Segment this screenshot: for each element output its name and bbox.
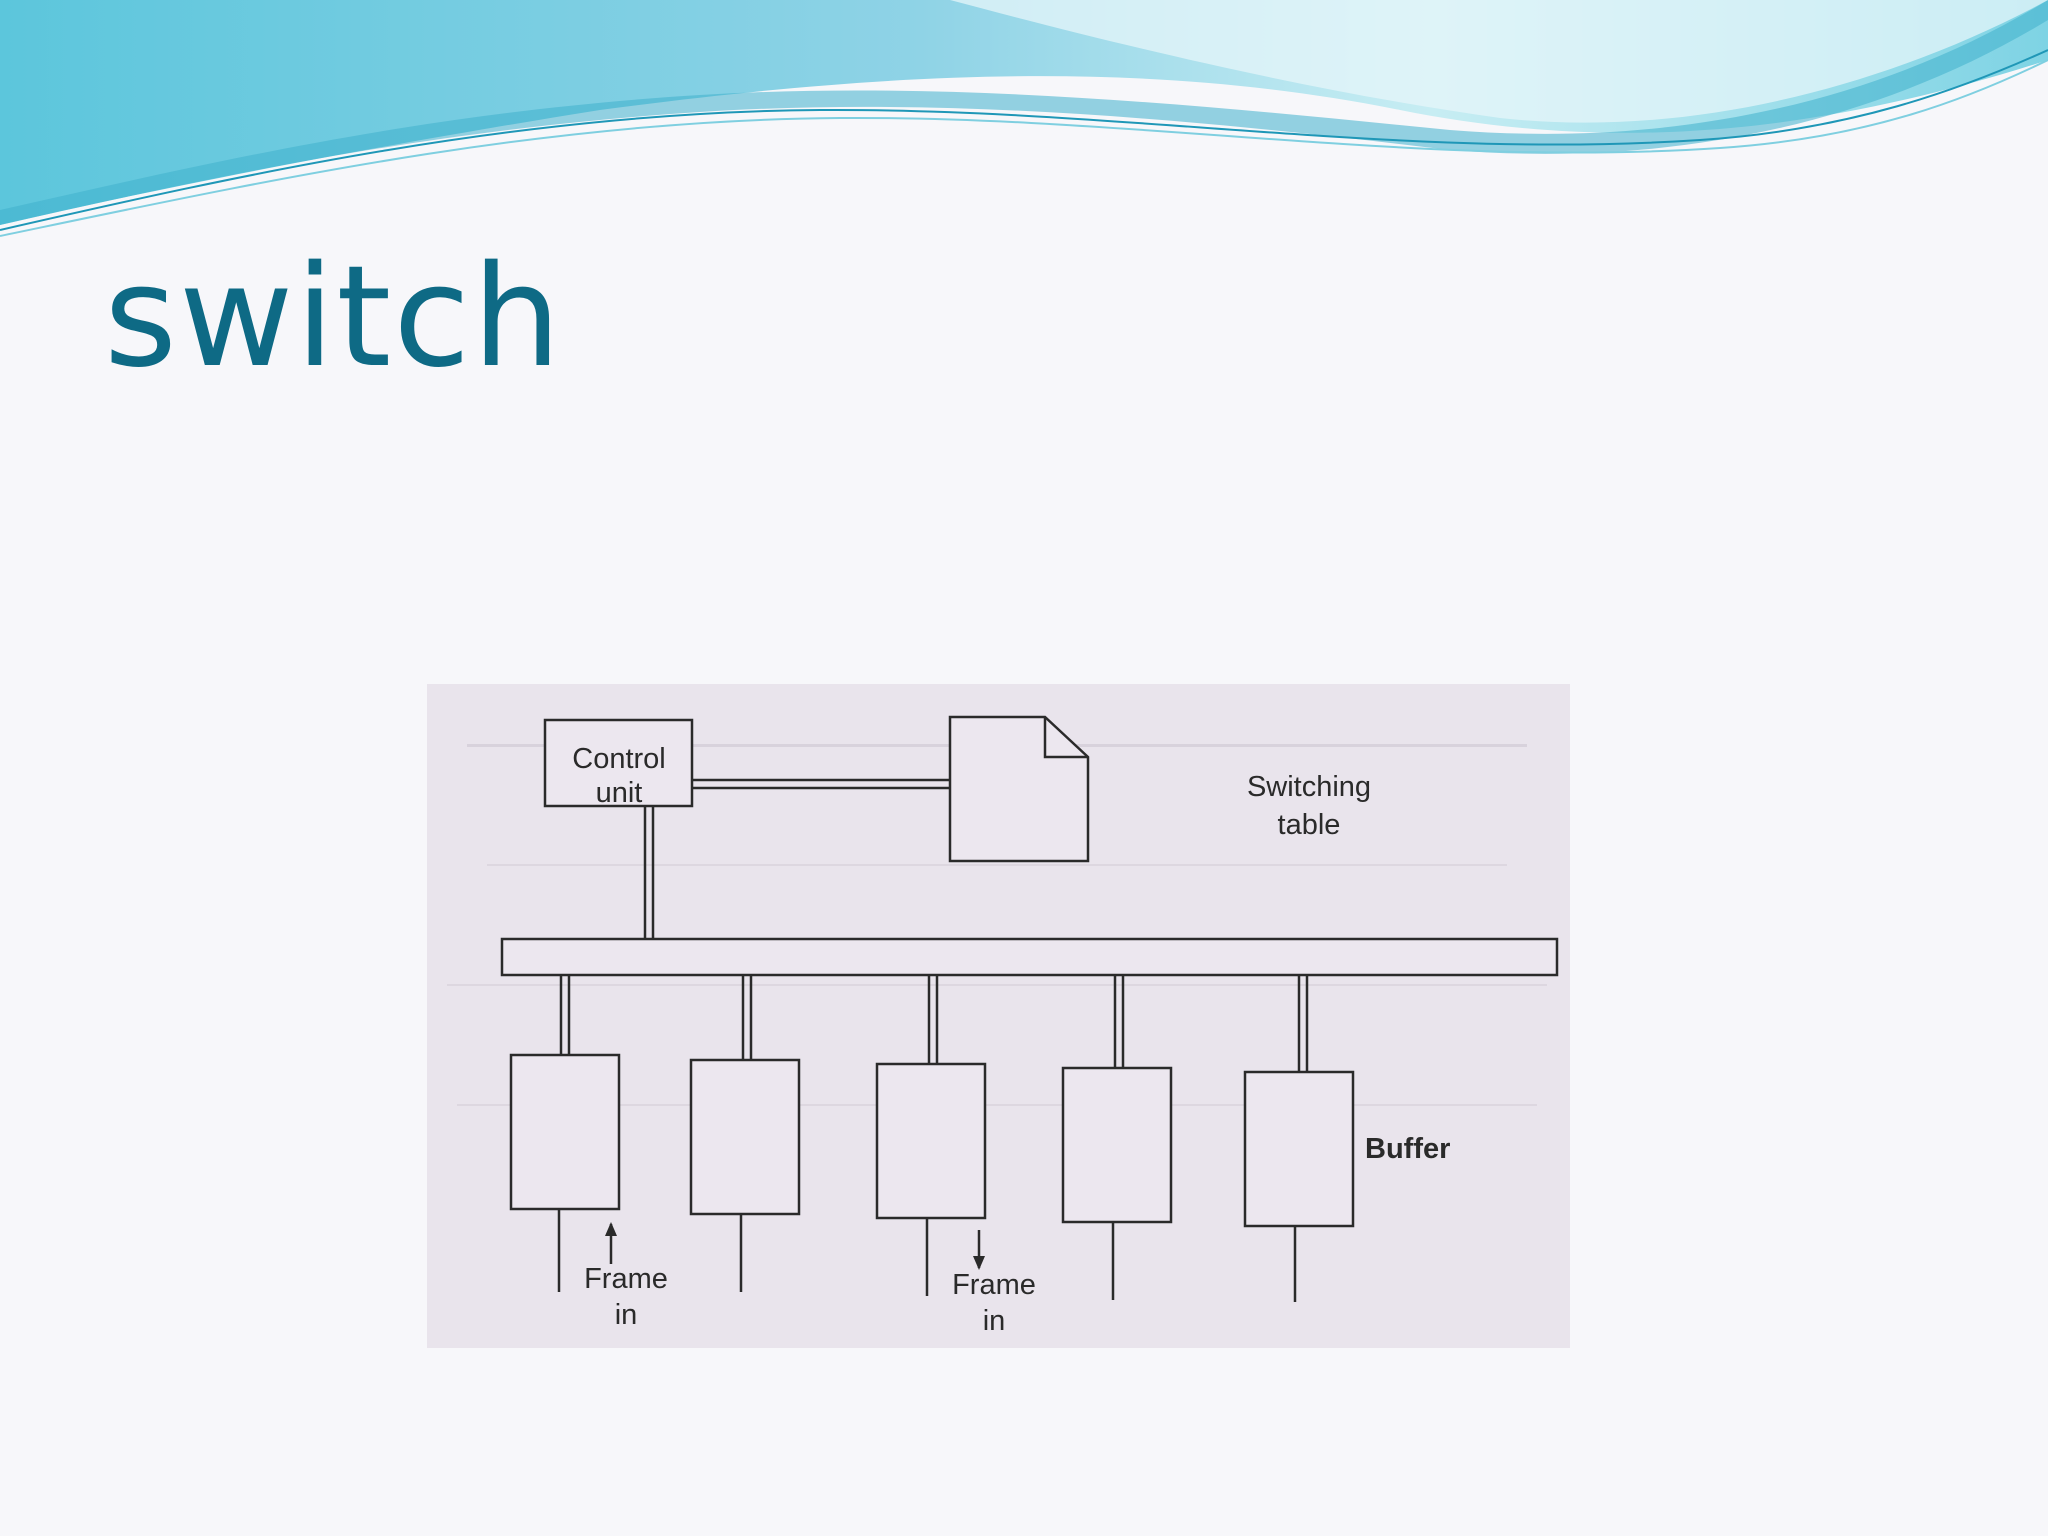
header-wave-decoration [0, 0, 2048, 237]
buffer-1 [509, 1053, 621, 1211]
buffer-4 [1061, 1066, 1173, 1224]
buffer-label: Buffer [1365, 1133, 1450, 1165]
switch-diagram-image: Control unit Switching table [427, 684, 1570, 1348]
frame-in-left-label-line1: Frame [584, 1263, 668, 1295]
slide-title: switch [104, 236, 563, 399]
switching-table-label-line1: Switching [1247, 771, 1371, 803]
switching-table-label-line2: table [1278, 809, 1341, 841]
control-unit-label-line2: unit [596, 777, 643, 809]
buffer-2 [689, 1058, 801, 1216]
frame-in-right-arrow-head [973, 1256, 985, 1270]
buffers [509, 975, 1355, 1302]
control-unit-box [543, 718, 694, 808]
frame-in-right-label-line2: in [983, 1305, 1006, 1337]
control-unit-label-line1: Control [572, 743, 666, 775]
switch-diagram: Control unit Switching table [427, 684, 1570, 1348]
switch-bus [500, 937, 1559, 977]
frame-in-right-label-line1: Frame [952, 1269, 1036, 1301]
switching-table-fold [1043, 717, 1088, 759]
switching-table-shape [948, 715, 1090, 863]
frame-in-left-label-line2: in [615, 1299, 638, 1331]
buffer-3 [875, 1062, 987, 1220]
buffer-5 [1243, 1070, 1355, 1228]
frame-in-left-arrow-head [605, 1222, 617, 1236]
